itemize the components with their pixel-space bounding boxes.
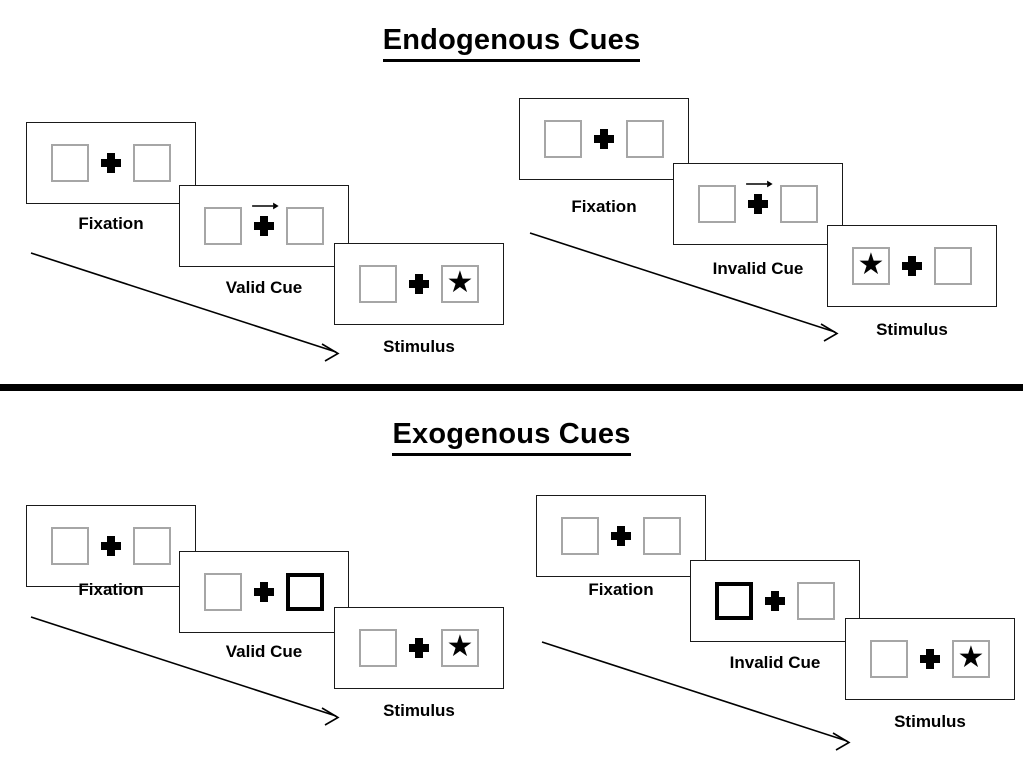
stimulus-box-right-target: ★ <box>441 629 479 667</box>
caption-endogenous-invalid-cue: Invalid Cue <box>712 259 804 278</box>
fixation-cross-wrap <box>242 202 286 248</box>
panel-endogenous-valid-fixation <box>26 122 196 204</box>
stimulus-box-right <box>643 517 681 555</box>
fixation-cross-icon <box>409 274 429 294</box>
panel-endogenous-valid-cue <box>179 185 349 267</box>
fixation-cross-icon <box>594 129 614 149</box>
panel-endogenous-invalid-stimulus: ★ <box>827 225 997 307</box>
stimulus-box-right <box>626 120 664 158</box>
panel-exogenous-valid-stimulus: ★ <box>334 607 504 689</box>
caption-exogenous-invalid-stimulus: Stimulus <box>894 712 966 731</box>
fixation-cross-icon <box>254 582 274 602</box>
stimulus-box-left <box>204 207 242 245</box>
caption-endogenous-valid-cue: Valid Cue <box>225 278 303 297</box>
fixation-cross-wrap <box>89 524 133 568</box>
fixation-cross-wrap <box>753 579 797 623</box>
stimulus-box-right <box>133 144 171 182</box>
stimulus-box-left <box>51 527 89 565</box>
fixation-cross-icon <box>611 526 631 546</box>
panel-exogenous-invalid-fixation <box>536 495 706 577</box>
panel-endogenous-valid-stimulus: ★ <box>334 243 504 325</box>
fixation-cross-icon <box>902 256 922 276</box>
section-divider <box>0 384 1023 391</box>
star-icon: ★ <box>957 641 985 674</box>
fixation-cross-wrap <box>89 141 133 185</box>
stimulus-box-right-cued <box>286 573 324 611</box>
arrow-right-cue-icon <box>746 180 773 188</box>
stimulus-box-right-target: ★ <box>952 640 990 678</box>
stimulus-box-left <box>51 144 89 182</box>
stimulus-box-left-cued <box>715 582 753 620</box>
panel-exogenous-invalid-cue <box>690 560 860 642</box>
caption-exogenous-valid-stimulus: Stimulus <box>383 701 455 720</box>
stimulus-box-left-target: ★ <box>852 247 890 285</box>
time-arrow-endogenous-invalid <box>529 232 839 342</box>
stimulus-box-left <box>204 573 242 611</box>
stimulus-box-right <box>133 527 171 565</box>
fixation-cross-icon <box>254 216 274 236</box>
stimulus-box-right <box>286 207 324 245</box>
caption-endogenous-invalid-stimulus: Stimulus <box>876 320 948 339</box>
stimulus-box-right <box>797 582 835 620</box>
fixation-cross-wrap <box>582 117 626 161</box>
caption-exogenous-invalid-fixation: Fixation <box>588 580 654 599</box>
stimulus-box-left <box>359 629 397 667</box>
fixation-cross-icon <box>920 649 940 669</box>
caption-exogenous-valid-fixation: Fixation <box>78 580 144 599</box>
caption-endogenous-invalid-fixation: Fixation <box>571 197 637 216</box>
arrow-right-cue-icon <box>252 202 279 210</box>
stimulus-box-right <box>934 247 972 285</box>
star-icon: ★ <box>446 266 474 299</box>
section-title-exogenous: Exogenous Cues <box>0 418 1023 456</box>
panel-exogenous-valid-cue <box>179 551 349 633</box>
panel-endogenous-invalid-fixation <box>519 98 689 180</box>
fixation-cross-wrap <box>242 570 286 614</box>
section-title-endogenous: Endogenous Cues <box>0 24 1023 62</box>
fixation-cross-icon <box>765 591 785 611</box>
fixation-cross-wrap <box>397 626 441 670</box>
caption-endogenous-valid-stimulus: Stimulus <box>383 337 455 356</box>
fixation-cross-wrap <box>397 262 441 306</box>
caption-endogenous-valid-fixation: Fixation <box>78 214 144 233</box>
stimulus-box-right <box>780 185 818 223</box>
section-title-exogenous-text: Exogenous Cues <box>392 418 631 456</box>
fixation-cross-icon <box>748 194 768 214</box>
caption-exogenous-invalid-cue: Invalid Cue <box>729 653 821 672</box>
fixation-cross-icon <box>101 153 121 173</box>
panel-exogenous-valid-fixation <box>26 505 196 587</box>
section-title-endogenous-text: Endogenous Cues <box>382 24 641 62</box>
star-icon: ★ <box>446 630 474 663</box>
fixation-cross-icon <box>101 536 121 556</box>
stimulus-box-left <box>870 640 908 678</box>
fixation-cross-icon <box>409 638 429 658</box>
panel-endogenous-invalid-cue <box>673 163 843 245</box>
stimulus-box-left <box>359 265 397 303</box>
star-icon: ★ <box>857 248 885 281</box>
stimulus-box-left <box>561 517 599 555</box>
stimulus-box-left <box>698 185 736 223</box>
stimulus-box-left <box>544 120 582 158</box>
panel-exogenous-invalid-stimulus: ★ <box>845 618 1015 700</box>
caption-exogenous-valid-cue: Valid Cue <box>225 642 303 661</box>
stimulus-box-right-target: ★ <box>441 265 479 303</box>
fixation-cross-wrap <box>908 637 952 681</box>
fixation-cross-wrap <box>736 180 780 226</box>
fixation-cross-wrap <box>890 244 934 288</box>
fixation-cross-wrap <box>599 514 643 558</box>
